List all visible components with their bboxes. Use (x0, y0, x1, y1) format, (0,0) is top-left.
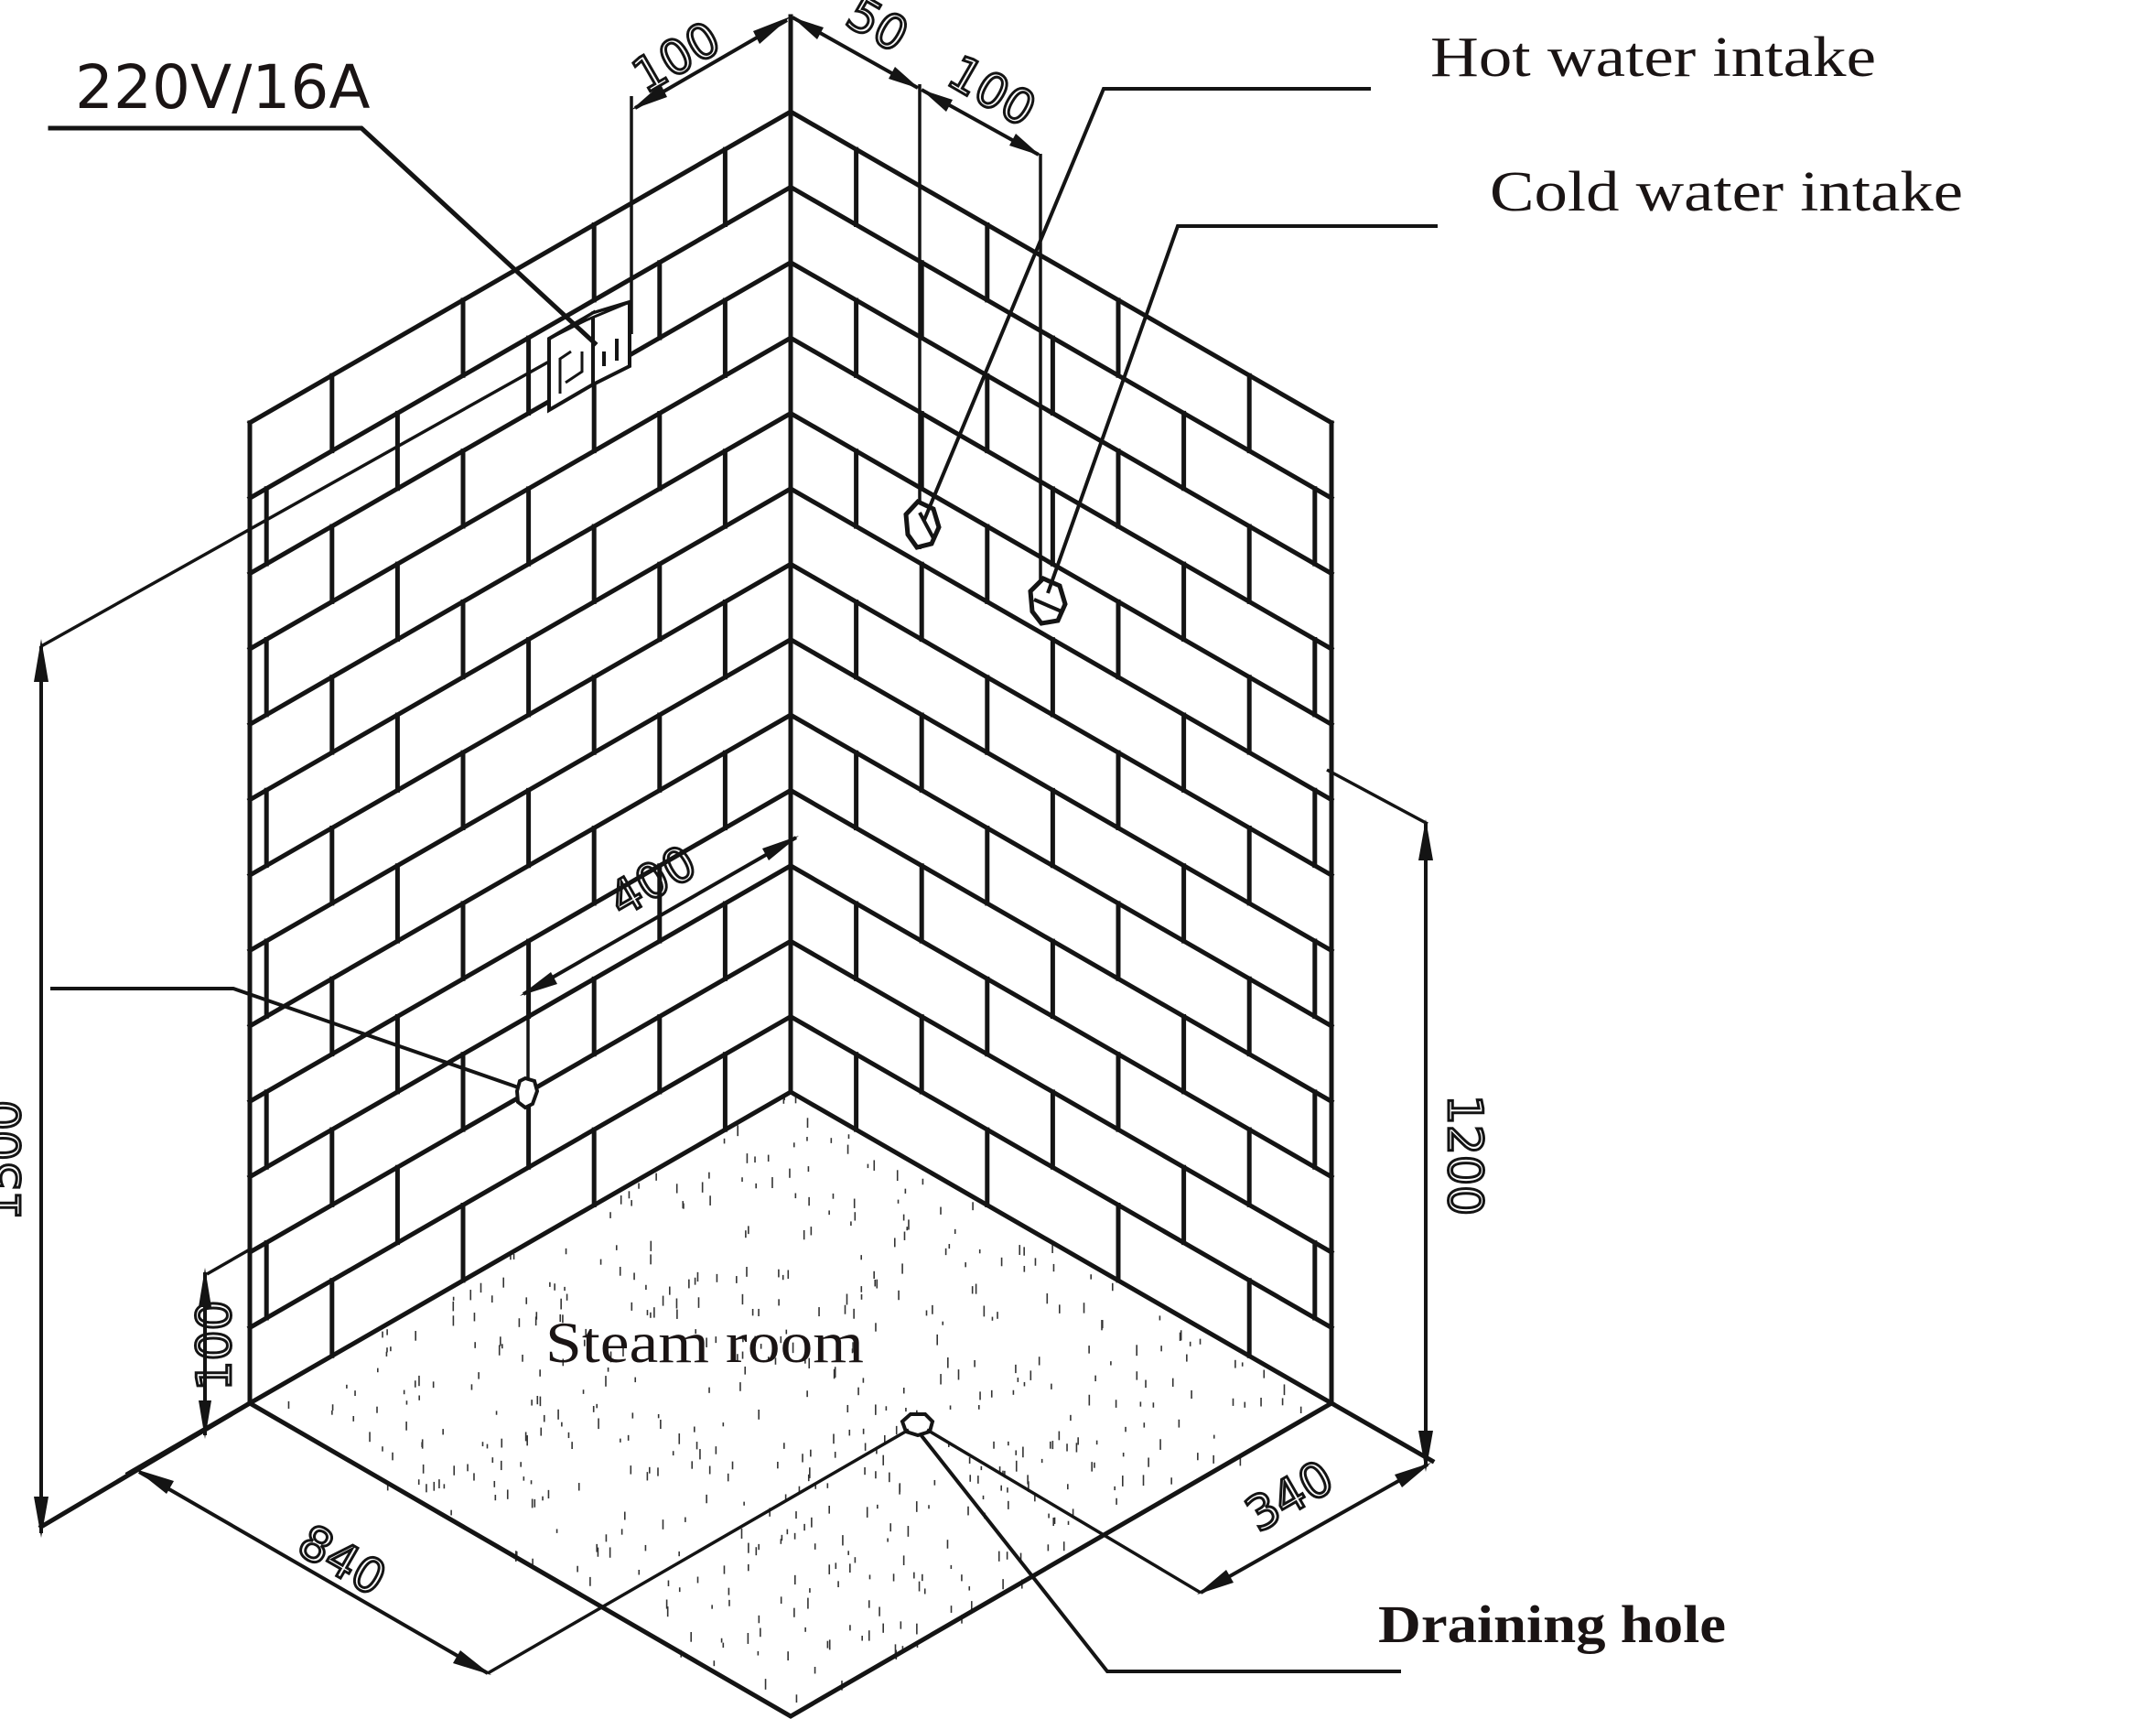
brick-course-line (787, 862, 1335, 1181)
arrow-icon (1009, 134, 1040, 156)
brick-course-line (787, 485, 1335, 804)
hot-water-valve (903, 498, 942, 550)
valve-icon (903, 498, 942, 550)
hot-water-leader (922, 87, 1371, 521)
brick-course-line (787, 259, 1335, 578)
arrow-icon (631, 84, 667, 110)
dim-drain-y: 340 (1237, 1450, 1343, 1543)
brick-course-line (787, 711, 1335, 1030)
brick-course-line (246, 485, 794, 804)
arrow-icon (520, 972, 557, 996)
cold-water-label: Cold water intake (1490, 161, 1963, 223)
arrow-icon (199, 1268, 211, 1307)
power-leader (48, 125, 598, 347)
arrow-icon (1418, 819, 1433, 860)
drain-dim-840-extension (487, 1428, 910, 1675)
arrow-icon (753, 16, 791, 44)
brick-course-line (787, 636, 1335, 954)
arrow-icon (922, 90, 953, 112)
brick-course-line (246, 1013, 794, 1331)
brick-course-line (787, 1013, 1335, 1331)
brick-course-line (787, 787, 1335, 1105)
steam-outlet-dim-line (523, 836, 797, 996)
valve-height-extension (1326, 768, 1428, 826)
brick-course-line (246, 108, 794, 427)
drain-x-dim-line (137, 1470, 490, 1675)
brick-course-line (246, 560, 794, 879)
total-height-extension (40, 360, 550, 648)
drain-y-dim-line (1200, 1463, 1428, 1595)
drain-label: Draining hole (1378, 1595, 1726, 1654)
drain-x-base-extension (124, 1400, 253, 1477)
brick-course-line (246, 183, 794, 502)
brick-course-line (246, 410, 794, 728)
cold-water-valve (1028, 576, 1068, 626)
arrow-icon (792, 17, 824, 39)
left-wall (246, 108, 794, 1406)
brick-course-line (787, 410, 1335, 728)
drain-leader (918, 1432, 1401, 1673)
dim-valve-height: 1200 (1437, 1095, 1492, 1216)
arrow-icon (199, 1400, 211, 1439)
socket-icon (547, 299, 631, 414)
brick-course-line (246, 711, 794, 1030)
arrow-icon (1418, 1431, 1433, 1472)
brick-course-line (246, 787, 794, 1105)
brick-course-line (787, 937, 1335, 1256)
cold-water-leader (1046, 224, 1438, 594)
drain-dim-340-extension (926, 1428, 1202, 1595)
arrow-icon (34, 639, 49, 682)
arrow-icon (453, 1650, 491, 1675)
arrow-icon (762, 836, 799, 860)
brick-course-line (787, 560, 1335, 879)
brick-course-line (787, 108, 1335, 427)
brick-course-line (246, 334, 794, 653)
room-label: Steam room (545, 1310, 864, 1375)
floor (244, 1089, 1337, 1719)
right-wall (787, 108, 1335, 1406)
brick-course-line (246, 259, 794, 578)
arrow-icon (135, 1469, 174, 1494)
dim-total-height: 1500 (0, 1100, 32, 1221)
brick-course-line (246, 636, 794, 954)
steam-outlet-leader (50, 987, 524, 1091)
valve-height-base-extension (1328, 1400, 1436, 1465)
hot-water-label: Hot water intake (1430, 27, 1876, 89)
dim-outlet-height: 100 (188, 1300, 243, 1390)
outlet-height-extension (206, 1248, 251, 1276)
arrow-icon (1395, 1463, 1431, 1487)
arrow-icon (889, 67, 920, 89)
dim-socket-offset: 100 (624, 11, 730, 104)
drain-icon (900, 1412, 935, 1438)
power-label: 220V/16A (75, 52, 371, 123)
brick-course-line (787, 183, 1335, 502)
arrow-icon (1197, 1570, 1234, 1595)
brick-course-line (787, 334, 1335, 653)
dim-drain-x: 840 (289, 1514, 395, 1607)
dim-hot-to-cold: 100 (939, 45, 1045, 138)
valve-icon (1028, 576, 1068, 626)
floor-hatching (287, 1096, 1302, 1703)
brick-course-line (246, 862, 794, 1181)
dim-hot-offset: 50 (837, 0, 917, 64)
outlet-icon (514, 1076, 540, 1110)
arrow-icon (34, 1497, 49, 1538)
